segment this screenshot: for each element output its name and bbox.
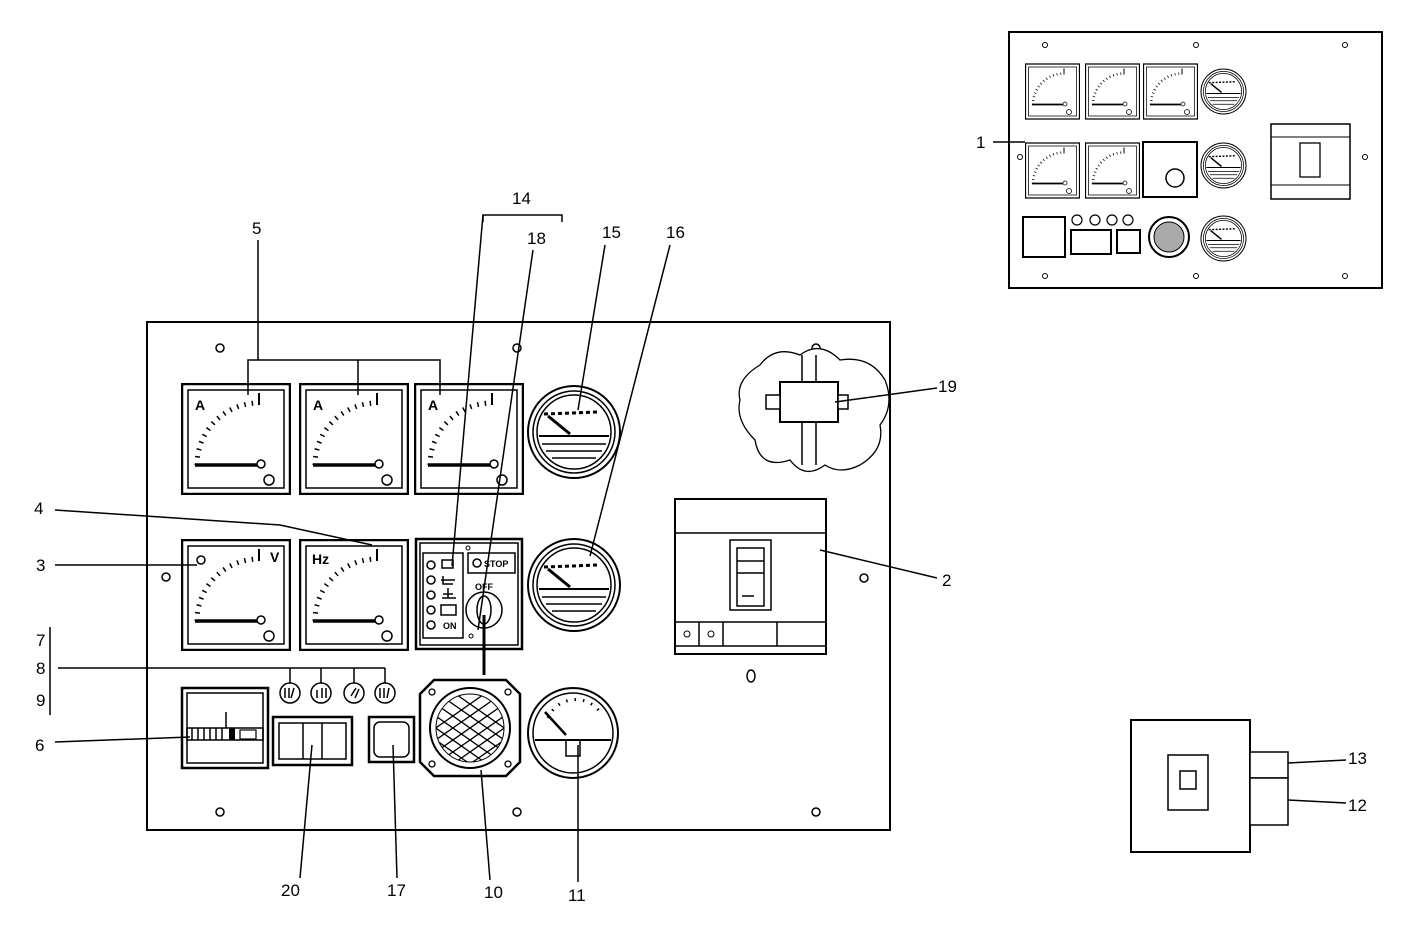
leader-lines <box>49 141 1347 882</box>
callout-10: 10 <box>484 883 503 902</box>
fuses <box>279 682 396 704</box>
callout-19: 19 <box>938 377 957 396</box>
fuel-pump-icon <box>565 739 581 757</box>
fuse-1[interactable] <box>279 682 301 704</box>
callout-14: 14 <box>512 189 531 208</box>
callout-20: 20 <box>281 881 300 900</box>
battery-icon <box>440 604 457 616</box>
callout-numbers: 1 2 3 4 5 6 7 8 9 10 11 12 13 14 15 16 1… <box>34 133 1367 905</box>
ammeter-2-label: A <box>313 397 323 413</box>
temperature-icon <box>442 588 456 599</box>
warning-lamps <box>426 560 436 630</box>
oil-pressure-gauge <box>528 386 620 478</box>
warning-lamps-panel <box>422 552 464 639</box>
ammeter-1-label: A <box>195 397 205 413</box>
oil-pressure-icon <box>441 576 455 585</box>
temperature-gauge <box>528 539 620 631</box>
start-stop-control-unit: ON STOP OFF <box>414 537 524 675</box>
ammeter-3-label: A <box>428 397 438 413</box>
relay-module <box>1130 719 1289 853</box>
callout-18: 18 <box>527 229 546 248</box>
callout-5: 5 <box>252 219 261 238</box>
callout-7: 7 <box>36 631 45 650</box>
callout-1: 1 <box>976 133 985 152</box>
rocker-switch[interactable] <box>271 715 354 767</box>
off-symbol <box>746 669 756 683</box>
callout-16: 16 <box>666 223 685 242</box>
callout-4: 4 <box>34 499 43 518</box>
panel-mounting-holes <box>161 343 869 817</box>
frequency-meter-label: Hz <box>312 551 329 567</box>
callout-17: 17 <box>387 881 406 900</box>
push-button[interactable] <box>367 715 416 764</box>
callout-3: 3 <box>36 556 45 575</box>
fuel-gauge <box>527 687 619 779</box>
connector-13 <box>1249 751 1289 779</box>
callout-12: 12 <box>1348 796 1367 815</box>
stop-button[interactable] <box>467 552 516 574</box>
fuse-4[interactable] <box>374 682 396 704</box>
hour-meter <box>180 686 270 770</box>
on-label: ON <box>443 621 457 631</box>
callout-9: 9 <box>36 691 45 710</box>
callout-13: 13 <box>1348 749 1367 768</box>
fuse-2[interactable] <box>310 682 332 704</box>
callout-11: 11 <box>568 886 586 905</box>
socket-grille <box>418 678 522 778</box>
callout-15: 15 <box>602 223 621 242</box>
charge-lamp-icon <box>441 559 454 569</box>
breaker-toggle[interactable] <box>736 547 765 607</box>
callout-2: 2 <box>942 571 951 590</box>
voltmeter-label: V <box>270 549 280 565</box>
circuit-breaker <box>674 498 827 683</box>
callout-6: 6 <box>35 736 44 755</box>
internal-relay-cutaway <box>738 348 890 472</box>
callout-8: 8 <box>36 659 45 678</box>
connector-12 <box>1249 777 1289 826</box>
stop-label: STOP <box>484 559 508 569</box>
fuse-3[interactable] <box>343 682 365 704</box>
panel-overview-thumbnail <box>1008 31 1383 289</box>
